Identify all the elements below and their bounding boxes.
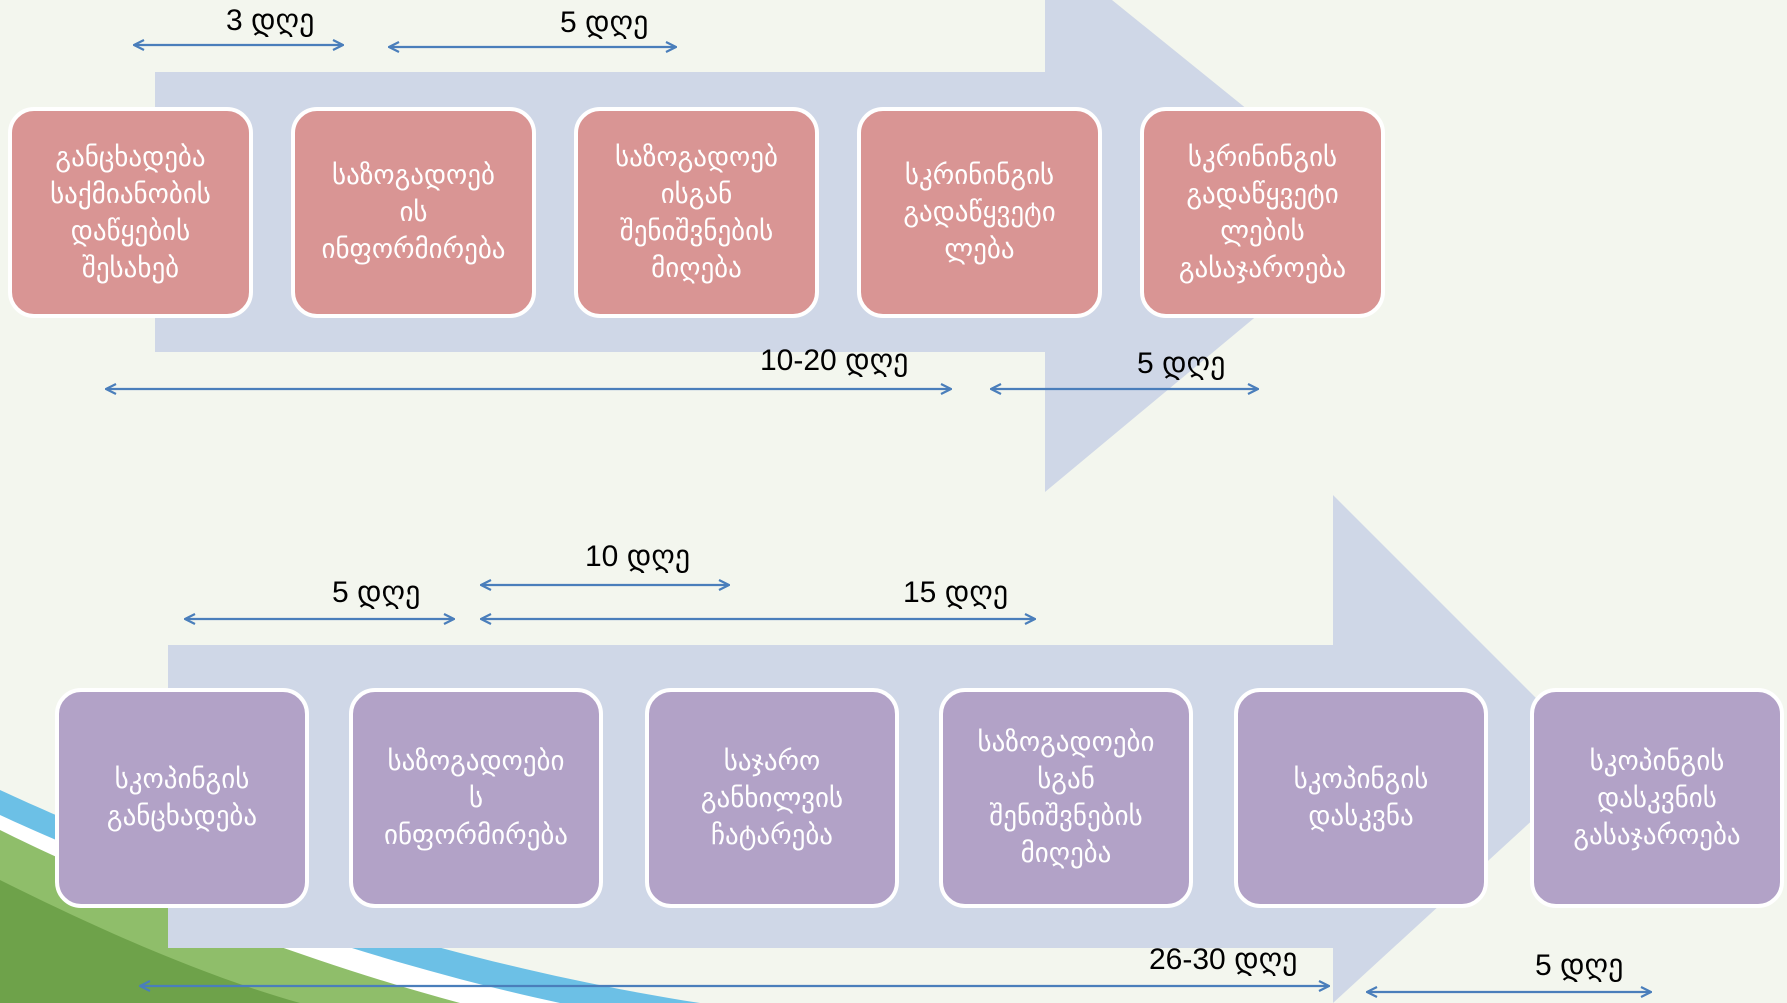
bottom-step-label: საჯარო განხილვის ჩატარება — [700, 745, 844, 851]
top-step-label: სკრინინგის გადაწყვეტი ლება — [903, 160, 1056, 265]
decorative-swoosh — [0, 790, 700, 1003]
bottom-step-label: საზოგადოები ს ინფორმირება — [383, 745, 569, 851]
top-step-label: საზოგადოებ ისგან შენიშვნების მიღება — [615, 141, 778, 284]
top-step-decision-publication: სკრინინგის გადაწყვეტი ლების გასაჯაროება — [1140, 107, 1385, 318]
bottom-step-public-informing: საზოგადოები ს ინფორმირება — [349, 688, 603, 908]
duration-label: 26-30 დღე — [1149, 943, 1298, 976]
bottom-step-label: სკოპინგის განცხადება — [106, 764, 258, 832]
top-step-screening-decision: სკრინინგის გადაწყვეტი ლება — [857, 107, 1102, 318]
bottom-step-label: სკოპინგის დასკვნის გასაჯაროება — [1573, 745, 1741, 851]
duration-label: 5 დღე — [332, 576, 421, 609]
top-step-application: განცხადება საქმიანობის დაწყების შესახებ — [8, 107, 253, 318]
duration-label: 15 დღე — [903, 576, 1009, 609]
top-step-label: საზოგადოებ ის ინფორმირება — [321, 160, 506, 265]
bottom-step-receive-comments: საზოგადოები სგან შენიშვნების მიღება — [939, 688, 1193, 908]
bottom-step-public-hearing: საჯარო განხილვის ჩატარება — [645, 688, 899, 908]
duration-label: 5 დღე — [560, 6, 649, 39]
bottom-step-conclusion-publication: სკოპინგის დასკვნის გასაჯაროება — [1530, 688, 1784, 908]
top-step-label: სკრინინგის გადაწყვეტი ლების გასაჯაროება — [1178, 141, 1347, 284]
duration-label: 10-20 დღე — [760, 344, 909, 377]
duration-label: 5 დღე — [1137, 347, 1226, 380]
duration-label: 5 დღე — [1535, 949, 1624, 982]
bottom-step-label: საზოგადოები სგან შენიშვნების მიღება — [977, 727, 1155, 869]
duration-label: 3 დღე — [226, 4, 315, 37]
top-step-label: განცხადება საქმიანობის დაწყების შესახებ — [50, 141, 211, 284]
bottom-step-scoping-application: სკოპინგის განცხადება — [55, 688, 309, 908]
top-step-receive-comments: საზოგადოებ ისგან შენიშვნების მიღება — [574, 107, 819, 318]
bottom-step-scoping-conclusion: სკოპინგის დასკვნა — [1234, 688, 1488, 908]
top-step-public-informing: საზოგადოებ ის ინფორმირება — [291, 107, 536, 318]
bottom-step-label: სკოპინგის დასკვნა — [1293, 764, 1429, 832]
duration-label: 10 დღე — [585, 540, 691, 573]
